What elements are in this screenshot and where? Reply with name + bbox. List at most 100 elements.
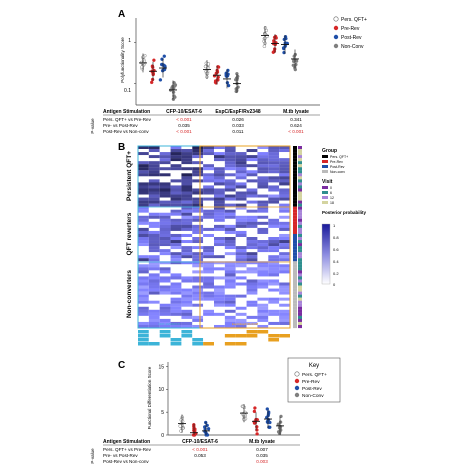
heat-cell-41-4 bbox=[181, 270, 193, 274]
heat-cell-26-11 bbox=[257, 224, 269, 228]
strip-cell-1-6 bbox=[203, 334, 214, 338]
heat-cell-38-13 bbox=[279, 261, 290, 265]
side-group-25 bbox=[293, 221, 297, 225]
side-group-48 bbox=[293, 291, 297, 295]
heat-cell-1-5 bbox=[192, 149, 204, 153]
heat-cell-36-5 bbox=[192, 255, 204, 259]
panel-c: C Functional Differentiation Score 15105… bbox=[90, 357, 341, 464]
strip-cell-0-3 bbox=[170, 330, 182, 334]
heat-cell-11-3 bbox=[170, 179, 182, 183]
heat-cell-0-12 bbox=[268, 146, 280, 150]
heat-cell-9-0 bbox=[138, 173, 149, 177]
panel-a-ytick-1: 1 bbox=[128, 38, 131, 44]
heat-cell-42-8 bbox=[224, 273, 236, 277]
panel-a-row-1-v3: 0.341 bbox=[290, 117, 302, 122]
legend-b-visit-swatch-1 bbox=[322, 191, 328, 194]
point-a-pre-rev-0-4 bbox=[152, 58, 156, 62]
heat-cell-44-9 bbox=[235, 279, 247, 283]
legend-b-visit-swatch-2 bbox=[322, 196, 328, 199]
panel-a-row-3-v3: < 0.001 bbox=[288, 129, 304, 134]
side-visit-15 bbox=[298, 191, 302, 195]
panel-c-key: Key Pers. QFT+ Pre-Rev Post-Rev Non-Conv bbox=[287, 357, 341, 403]
heat-cell-42-5 bbox=[192, 273, 204, 277]
heat-cell-32-5 bbox=[192, 243, 204, 247]
side-visit-36 bbox=[298, 255, 302, 259]
heat-cell-19-13 bbox=[279, 203, 290, 207]
side-group-39 bbox=[293, 264, 297, 268]
heat-cell-53-11 bbox=[257, 306, 269, 310]
heat-cell-19-12 bbox=[268, 203, 280, 207]
side-visit-2 bbox=[298, 152, 302, 156]
point-a-non-conv-1-7 bbox=[236, 85, 240, 89]
heat-cell-10-3 bbox=[170, 176, 182, 180]
heat-cell-49-11 bbox=[257, 294, 269, 298]
heat-cell-17-0 bbox=[138, 197, 149, 201]
strip-cell-1-11 bbox=[257, 334, 269, 338]
heat-cell-1-6 bbox=[203, 149, 214, 153]
heat-cell-27-5 bbox=[192, 227, 204, 232]
legend-a-label-pers: Pers. QFT+ bbox=[341, 17, 367, 23]
heat-cell-2-10 bbox=[246, 152, 258, 156]
heat-cell-21-5 bbox=[192, 209, 204, 213]
heat-cell-38-6 bbox=[203, 261, 214, 265]
heat-cell-8-12 bbox=[268, 170, 280, 174]
heat-cell-22-5 bbox=[192, 212, 204, 216]
strip-cell-2-8 bbox=[224, 338, 236, 342]
heat-cell-14-1 bbox=[148, 188, 160, 192]
heat-cell-50-1 bbox=[148, 297, 160, 301]
heat-cell-31-11 bbox=[257, 240, 269, 244]
heat-cell-54-9 bbox=[235, 309, 247, 313]
heat-cell-54-4 bbox=[181, 309, 193, 313]
heat-cell-36-11 bbox=[257, 255, 269, 259]
heat-cell-8-10 bbox=[246, 170, 258, 174]
heat-cell-44-11 bbox=[257, 279, 269, 283]
side-group-7 bbox=[293, 167, 297, 171]
heat-cell-38-3 bbox=[170, 261, 182, 265]
heat-cell-42-6 bbox=[203, 273, 214, 277]
legend-a-swatch-pers bbox=[333, 16, 339, 22]
heat-cell-38-2 bbox=[159, 261, 171, 265]
side-visit-42 bbox=[298, 273, 302, 277]
heat-cell-41-11 bbox=[257, 270, 269, 274]
heat-cell-56-7 bbox=[214, 315, 225, 319]
heat-cell-58-3 bbox=[170, 321, 182, 326]
legend-b-group-swatch-2 bbox=[322, 165, 328, 168]
heat-cell-34-9 bbox=[235, 249, 247, 253]
heat-cell-2-4 bbox=[181, 152, 193, 156]
heat-cell-50-5 bbox=[192, 297, 204, 301]
heat-cell-57-0 bbox=[138, 318, 149, 323]
panel-b: B Persistent QFT+ QFT reverters Non-conv… bbox=[118, 142, 367, 346]
strip-cell-1-4 bbox=[181, 334, 193, 338]
heat-cell-13-7 bbox=[214, 185, 225, 189]
heat-cell-23-13 bbox=[279, 215, 290, 219]
heat-cell-20-12 bbox=[268, 206, 280, 210]
heat-cell-26-2 bbox=[159, 224, 171, 228]
heat-cell-52-11 bbox=[257, 303, 269, 307]
legend-b-visit-label-1: 6 bbox=[330, 191, 332, 195]
panel-a-ytick-0.1: 0.1 bbox=[124, 88, 131, 94]
heat-cell-48-13 bbox=[279, 291, 290, 295]
heat-cell-8-6 bbox=[203, 170, 214, 174]
heat-cell-18-5 bbox=[192, 200, 204, 204]
heat-cell-40-10 bbox=[246, 267, 258, 271]
heat-cell-7-4 bbox=[181, 167, 193, 171]
heat-cell-13-8 bbox=[224, 185, 236, 189]
heat-cell-54-12 bbox=[268, 309, 280, 313]
heat-cell-15-7 bbox=[214, 191, 225, 195]
point-c-post-rev-1-9 bbox=[266, 411, 271, 416]
point-c-post-rev-1-5 bbox=[265, 407, 269, 411]
heat-cell-29-8 bbox=[224, 233, 236, 238]
heat-cell-11-5 bbox=[192, 179, 204, 183]
heat-cell-38-12 bbox=[268, 261, 280, 265]
heat-cell-1-2 bbox=[159, 149, 171, 153]
heat-cell-18-9 bbox=[235, 200, 247, 204]
heat-cell-51-7 bbox=[214, 300, 225, 304]
heat-cell-42-4 bbox=[181, 273, 193, 277]
heat-cell-25-8 bbox=[224, 221, 236, 225]
heat-cell-39-3 bbox=[170, 264, 182, 268]
side-visit-21 bbox=[298, 209, 302, 213]
heat-cell-7-13 bbox=[279, 167, 290, 171]
heat-cell-52-3 bbox=[170, 303, 182, 307]
heat-cell-52-6 bbox=[203, 303, 214, 307]
strip-cell-3-13 bbox=[279, 342, 290, 346]
